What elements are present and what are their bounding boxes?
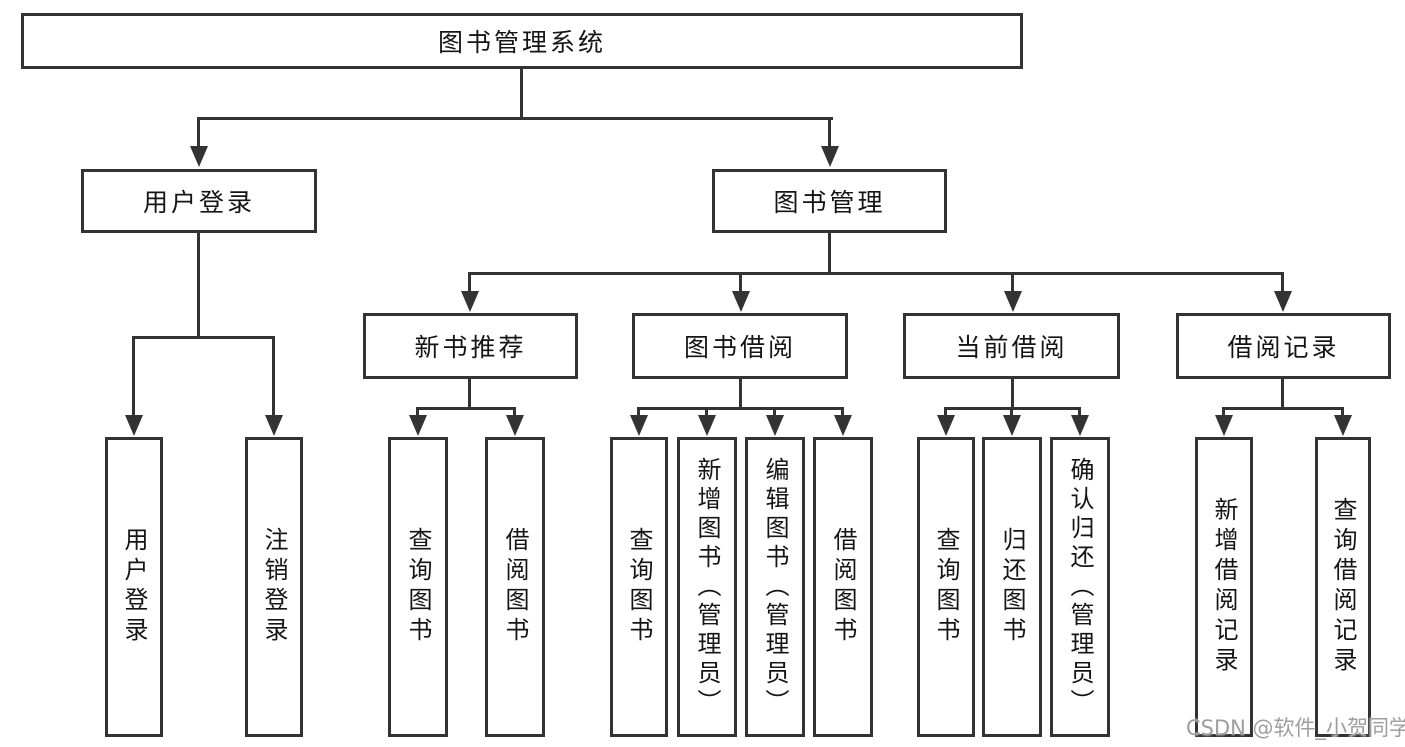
node-label: 编辑图书（管理员） (761, 456, 789, 718)
node-label: 图书管理系统 (437, 28, 606, 57)
connector-line (739, 379, 742, 409)
arrow-down-icon (821, 146, 839, 167)
node-borrow-records: 借阅记录 (1176, 313, 1391, 379)
arrow-down-icon (190, 146, 208, 167)
connector-line (773, 407, 776, 419)
connector-line (197, 117, 833, 120)
connector-line (637, 407, 640, 419)
connector-line (1281, 379, 1284, 409)
node-library-system: 图书管理系统 (21, 13, 1023, 69)
node-label: 新增图书（管理员） (693, 456, 721, 718)
arrow-down-icon (409, 415, 427, 436)
connector-line (468, 272, 1284, 275)
connector-line (1281, 272, 1284, 295)
connector-line (1222, 407, 1225, 419)
leaf-confirm-return-admin: 确认归还（管理员） (1050, 437, 1110, 737)
leaf-query-books-recommend: 查询图书 (388, 437, 448, 737)
arrow-down-icon (461, 291, 479, 312)
arrow-down-icon (125, 415, 143, 436)
node-label: 新增借阅记录 (1210, 497, 1238, 677)
node-book-management: 图书管理 (712, 169, 947, 233)
leaf-query-books-borrow: 查询图书 (610, 437, 668, 737)
leaf-borrow-books-recommend: 借阅图书 (485, 437, 545, 737)
arrow-down-icon (698, 415, 716, 436)
node-label: 借阅图书 (501, 527, 529, 647)
leaf-query-books-current: 查询图书 (917, 437, 975, 737)
leaf-add-book-admin: 新增图书（管理员） (677, 437, 737, 737)
node-label: 图书管理 (773, 188, 886, 217)
node-label: 查询图书 (404, 527, 432, 647)
connector-line (705, 407, 708, 419)
node-label: 图书借阅 (683, 333, 796, 362)
leaf-return-book: 归还图书 (982, 437, 1042, 737)
node-current-borrow: 当前借阅 (903, 313, 1120, 379)
arrow-down-icon (1274, 291, 1292, 312)
node-label: 归还图书 (998, 527, 1026, 647)
connector-line (416, 407, 419, 419)
connector-line (944, 407, 947, 419)
node-book-borrow: 图书借阅 (632, 313, 848, 379)
connector-line (132, 336, 135, 419)
connector-line (520, 69, 523, 119)
node-label: 查询图书 (625, 527, 653, 647)
node-label: 查询图书 (932, 527, 960, 647)
connector-line (197, 233, 200, 338)
node-label: 注销登录 (260, 527, 288, 647)
connector-line (1010, 407, 1013, 419)
leaf-borrow-books: 借阅图书 (813, 437, 873, 737)
connector-line (272, 336, 275, 419)
arrow-down-icon (937, 415, 955, 436)
connector-line (828, 233, 831, 274)
connector-line (1011, 272, 1014, 295)
node-label: 新书推荐 (414, 333, 527, 362)
connector-line (1222, 407, 1344, 410)
node-label: 当前借阅 (955, 333, 1068, 362)
arrow-down-icon (1071, 415, 1089, 436)
connector-line (197, 117, 200, 150)
leaf-add-borrow-record: 新增借阅记录 (1195, 437, 1253, 737)
node-new-book-recommend: 新书推荐 (363, 313, 578, 379)
connector-line (1341, 407, 1344, 419)
arrow-down-icon (630, 415, 648, 436)
node-label: 用户登录 (142, 188, 255, 217)
node-user-login-group: 用户登录 (81, 169, 317, 233)
arrow-down-icon (1334, 415, 1352, 436)
connector-line (841, 407, 844, 419)
arrow-down-icon (1003, 415, 1021, 436)
node-label: 借阅记录 (1227, 333, 1340, 362)
arrow-down-icon (834, 415, 852, 436)
arrow-down-icon (732, 291, 750, 312)
connector-line (1011, 379, 1014, 409)
connector-line (468, 379, 471, 409)
leaf-user-login: 用户登录 (105, 437, 163, 737)
connector-line (468, 272, 471, 295)
arrow-down-icon (1215, 415, 1233, 436)
node-label: 借阅图书 (829, 527, 857, 647)
leaf-logout: 注销登录 (245, 437, 303, 737)
connector-line (513, 407, 516, 419)
leaf-edit-book-admin: 编辑图书（管理员） (745, 437, 805, 737)
leaf-query-borrow-record: 查询借阅记录 (1315, 437, 1371, 737)
node-label: 确认归还（管理员） (1066, 456, 1094, 718)
connector-line (416, 407, 516, 410)
connector-line (739, 272, 742, 295)
connector-line (828, 117, 831, 150)
watermark: CSDN @软件_小贺同学 (1186, 716, 1405, 740)
connector-line (1078, 407, 1081, 419)
connector-line (132, 336, 275, 339)
arrow-down-icon (766, 415, 784, 436)
arrow-down-icon (506, 415, 524, 436)
arrow-down-icon (265, 415, 283, 436)
connector-line (637, 407, 844, 410)
arrow-down-icon (1004, 291, 1022, 312)
node-label: 用户登录 (120, 527, 148, 647)
node-label: 查询借阅记录 (1329, 497, 1357, 677)
